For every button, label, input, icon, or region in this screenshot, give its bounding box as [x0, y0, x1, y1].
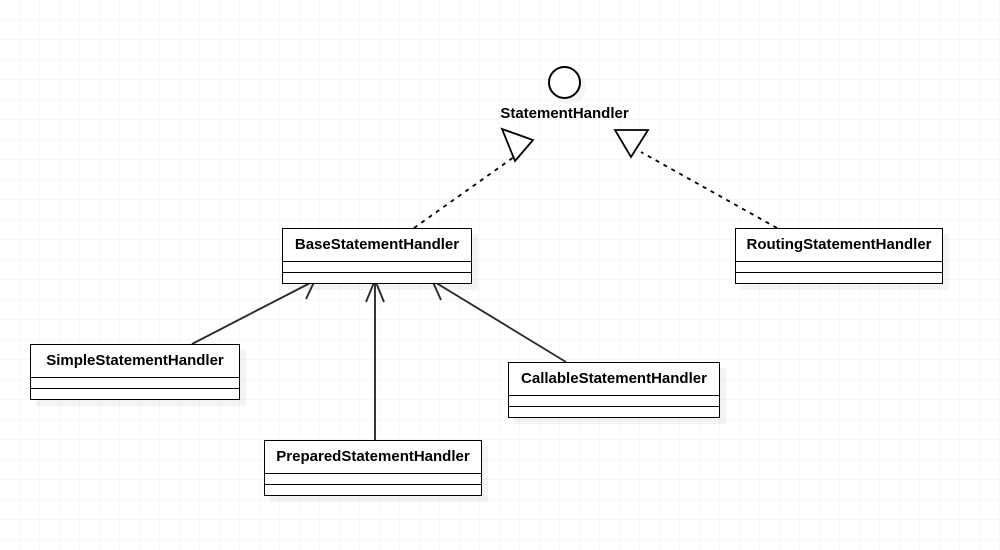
uml-class-prepared-statement-handler[interactable]: PreparedStatementHandler	[264, 440, 482, 496]
edge-base-implements-statementhandler	[413, 127, 535, 229]
uml-attributes-compartment	[736, 262, 942, 273]
uml-attributes-compartment	[509, 396, 719, 407]
uml-class-name: CallableStatementHandler	[509, 363, 719, 396]
interface-label: StatementHandler	[500, 105, 629, 122]
uml-operations-compartment	[265, 485, 481, 495]
uml-class-name: SimpleStatementHandler	[31, 345, 239, 378]
uml-operations-compartment	[283, 273, 471, 283]
edge-callable-extends-base	[430, 278, 567, 363]
generalization-line-simple	[191, 280, 315, 345]
hollow-triangle-arrowhead-routing	[613, 129, 650, 159]
uml-class-simple-statement-handler[interactable]: SimpleStatementHandler	[30, 344, 240, 400]
interface-circle-icon	[548, 66, 581, 99]
uml-attributes-compartment	[31, 378, 239, 389]
edge-routing-implements-statementhandler	[613, 129, 778, 229]
hollow-triangle-arrowhead-base	[500, 127, 535, 163]
uml-class-name: BaseStatementHandler	[283, 229, 471, 262]
uml-attributes-compartment	[265, 474, 481, 485]
edge-simple-extends-base	[191, 278, 317, 345]
uml-class-callable-statement-handler[interactable]: CallableStatementHandler	[508, 362, 720, 418]
uml-operations-compartment	[509, 407, 719, 417]
uml-attributes-compartment	[283, 262, 471, 273]
uml-operations-compartment	[736, 273, 942, 283]
uml-class-name: RoutingStatementHandler	[736, 229, 942, 262]
edge-prepared-extends-base	[365, 277, 385, 440]
uml-class-base-statement-handler[interactable]: BaseStatementHandler	[282, 228, 472, 284]
realization-line-base	[413, 151, 522, 229]
interface-node-statementhandler[interactable]: StatementHandler	[500, 66, 629, 121]
uml-class-routing-statement-handler[interactable]: RoutingStatementHandler	[735, 228, 943, 284]
uml-operations-compartment	[31, 389, 239, 399]
realization-line-routing	[640, 151, 778, 229]
generalization-line-callable	[432, 280, 567, 363]
uml-class-name: PreparedStatementHandler	[265, 441, 481, 474]
